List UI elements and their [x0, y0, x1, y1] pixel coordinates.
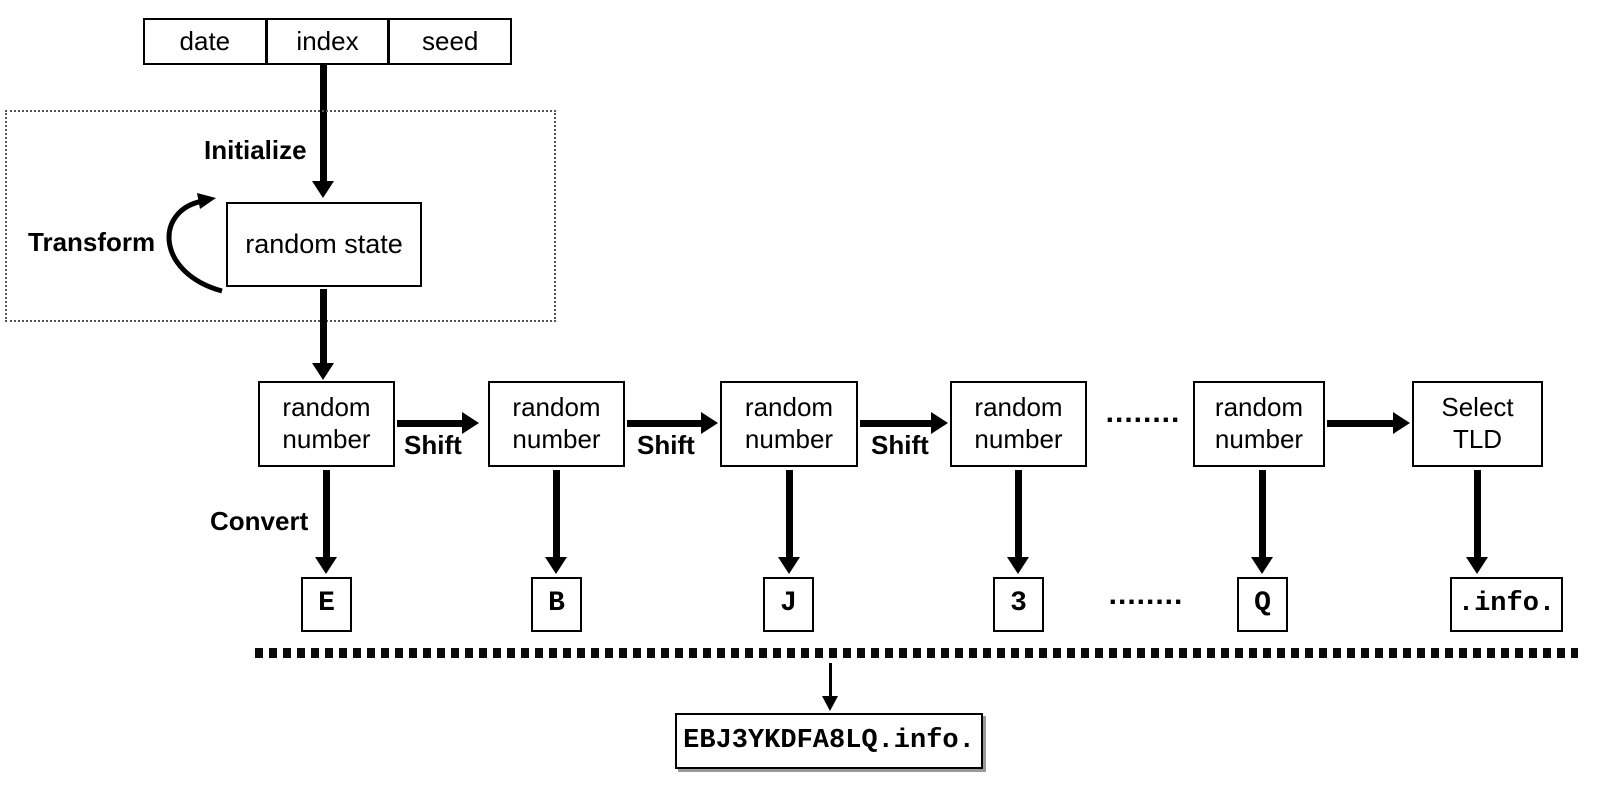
concatenation-divider	[255, 648, 1578, 658]
arrow-shaft	[322, 470, 330, 559]
shift-label-2: Shift	[637, 430, 695, 460]
arrow-shift-1	[397, 412, 479, 434]
seed-cell-date: date	[179, 26, 231, 56]
arrowhead-down-icon	[312, 181, 334, 198]
arrow-shaft	[397, 419, 464, 427]
arrow-shaft	[828, 663, 832, 698]
arrow-convert-4	[1007, 470, 1029, 574]
arrowhead-down-icon	[1007, 557, 1029, 574]
output-char-box-1: E	[301, 577, 352, 632]
arrow-convert-5	[1251, 470, 1273, 574]
arrow-initialize-down	[312, 65, 334, 198]
arrowhead-right-icon	[931, 412, 948, 434]
arrow-shaft	[785, 470, 793, 559]
arrow-state-to-number	[312, 289, 334, 380]
random-state-box: random state	[226, 202, 422, 287]
output-tld-box: .info.	[1450, 577, 1563, 632]
initialize-label: Initialize	[204, 135, 307, 165]
output-char-box-2: B	[531, 577, 582, 632]
seed-cell-seed: seed	[387, 20, 510, 63]
arrow-shaft	[860, 419, 933, 427]
arrowhead-down-icon	[315, 557, 337, 574]
random-number-box-1: random number	[258, 381, 395, 467]
random-number-box-2: random number	[488, 381, 625, 467]
arrowhead-right-icon	[462, 412, 479, 434]
transform-loop-arrow	[166, 193, 223, 294]
arrow-convert-tld	[1466, 470, 1488, 574]
arrowhead-right-icon	[1393, 412, 1410, 434]
arrow-shaft	[1473, 470, 1481, 559]
arrowhead-down-icon	[545, 557, 567, 574]
arrowhead-down-icon	[1466, 557, 1488, 574]
ellipsis-output-row: ........	[1108, 578, 1184, 611]
arrow-convert-2	[545, 470, 567, 574]
arrow-convert-1	[315, 470, 337, 574]
arrow-to-result	[819, 663, 841, 711]
convert-label: Convert	[210, 506, 309, 536]
arrow-shaft	[319, 65, 327, 183]
arrow-shift-2	[627, 412, 718, 434]
arrowhead-right-icon	[701, 412, 718, 434]
arrowhead-down-icon	[1251, 557, 1273, 574]
arrowhead-down-icon	[312, 363, 334, 380]
arrowhead-down-icon	[822, 696, 838, 711]
arrow-convert-3	[778, 470, 800, 574]
seed-cell-index: index	[264, 20, 388, 63]
output-char-box-4: 3	[993, 577, 1044, 632]
random-number-box-3: random number	[720, 381, 858, 467]
shift-label-1: Shift	[404, 430, 462, 460]
arrow-shaft	[1327, 419, 1395, 427]
arrow-shaft	[627, 419, 703, 427]
arrow-shaft	[319, 289, 327, 365]
select-tld-box: Select TLD	[1412, 381, 1543, 467]
random-number-box-4: random number	[950, 381, 1087, 467]
shift-label-3: Shift	[871, 430, 929, 460]
output-char-box-5: Q	[1237, 577, 1288, 632]
arrow-to-select-tld	[1327, 412, 1410, 434]
transform-label: Transform	[28, 227, 156, 257]
init-transform-region	[5, 110, 556, 322]
generated-domain-box: EBJ3YKDFA8LQ.info.	[675, 713, 983, 769]
arrowhead-down-icon	[778, 557, 800, 574]
ellipsis-pipeline-row: ........	[1105, 396, 1181, 429]
arrow-shaft	[1014, 470, 1022, 559]
arrow-shift-3	[860, 412, 948, 434]
random-number-box-5: random number	[1193, 381, 1325, 467]
output-char-box-3: J	[763, 577, 814, 632]
arrow-shaft	[552, 470, 560, 559]
arrow-shaft	[1258, 470, 1266, 559]
seed-inputs-box: date index seed	[143, 18, 512, 65]
